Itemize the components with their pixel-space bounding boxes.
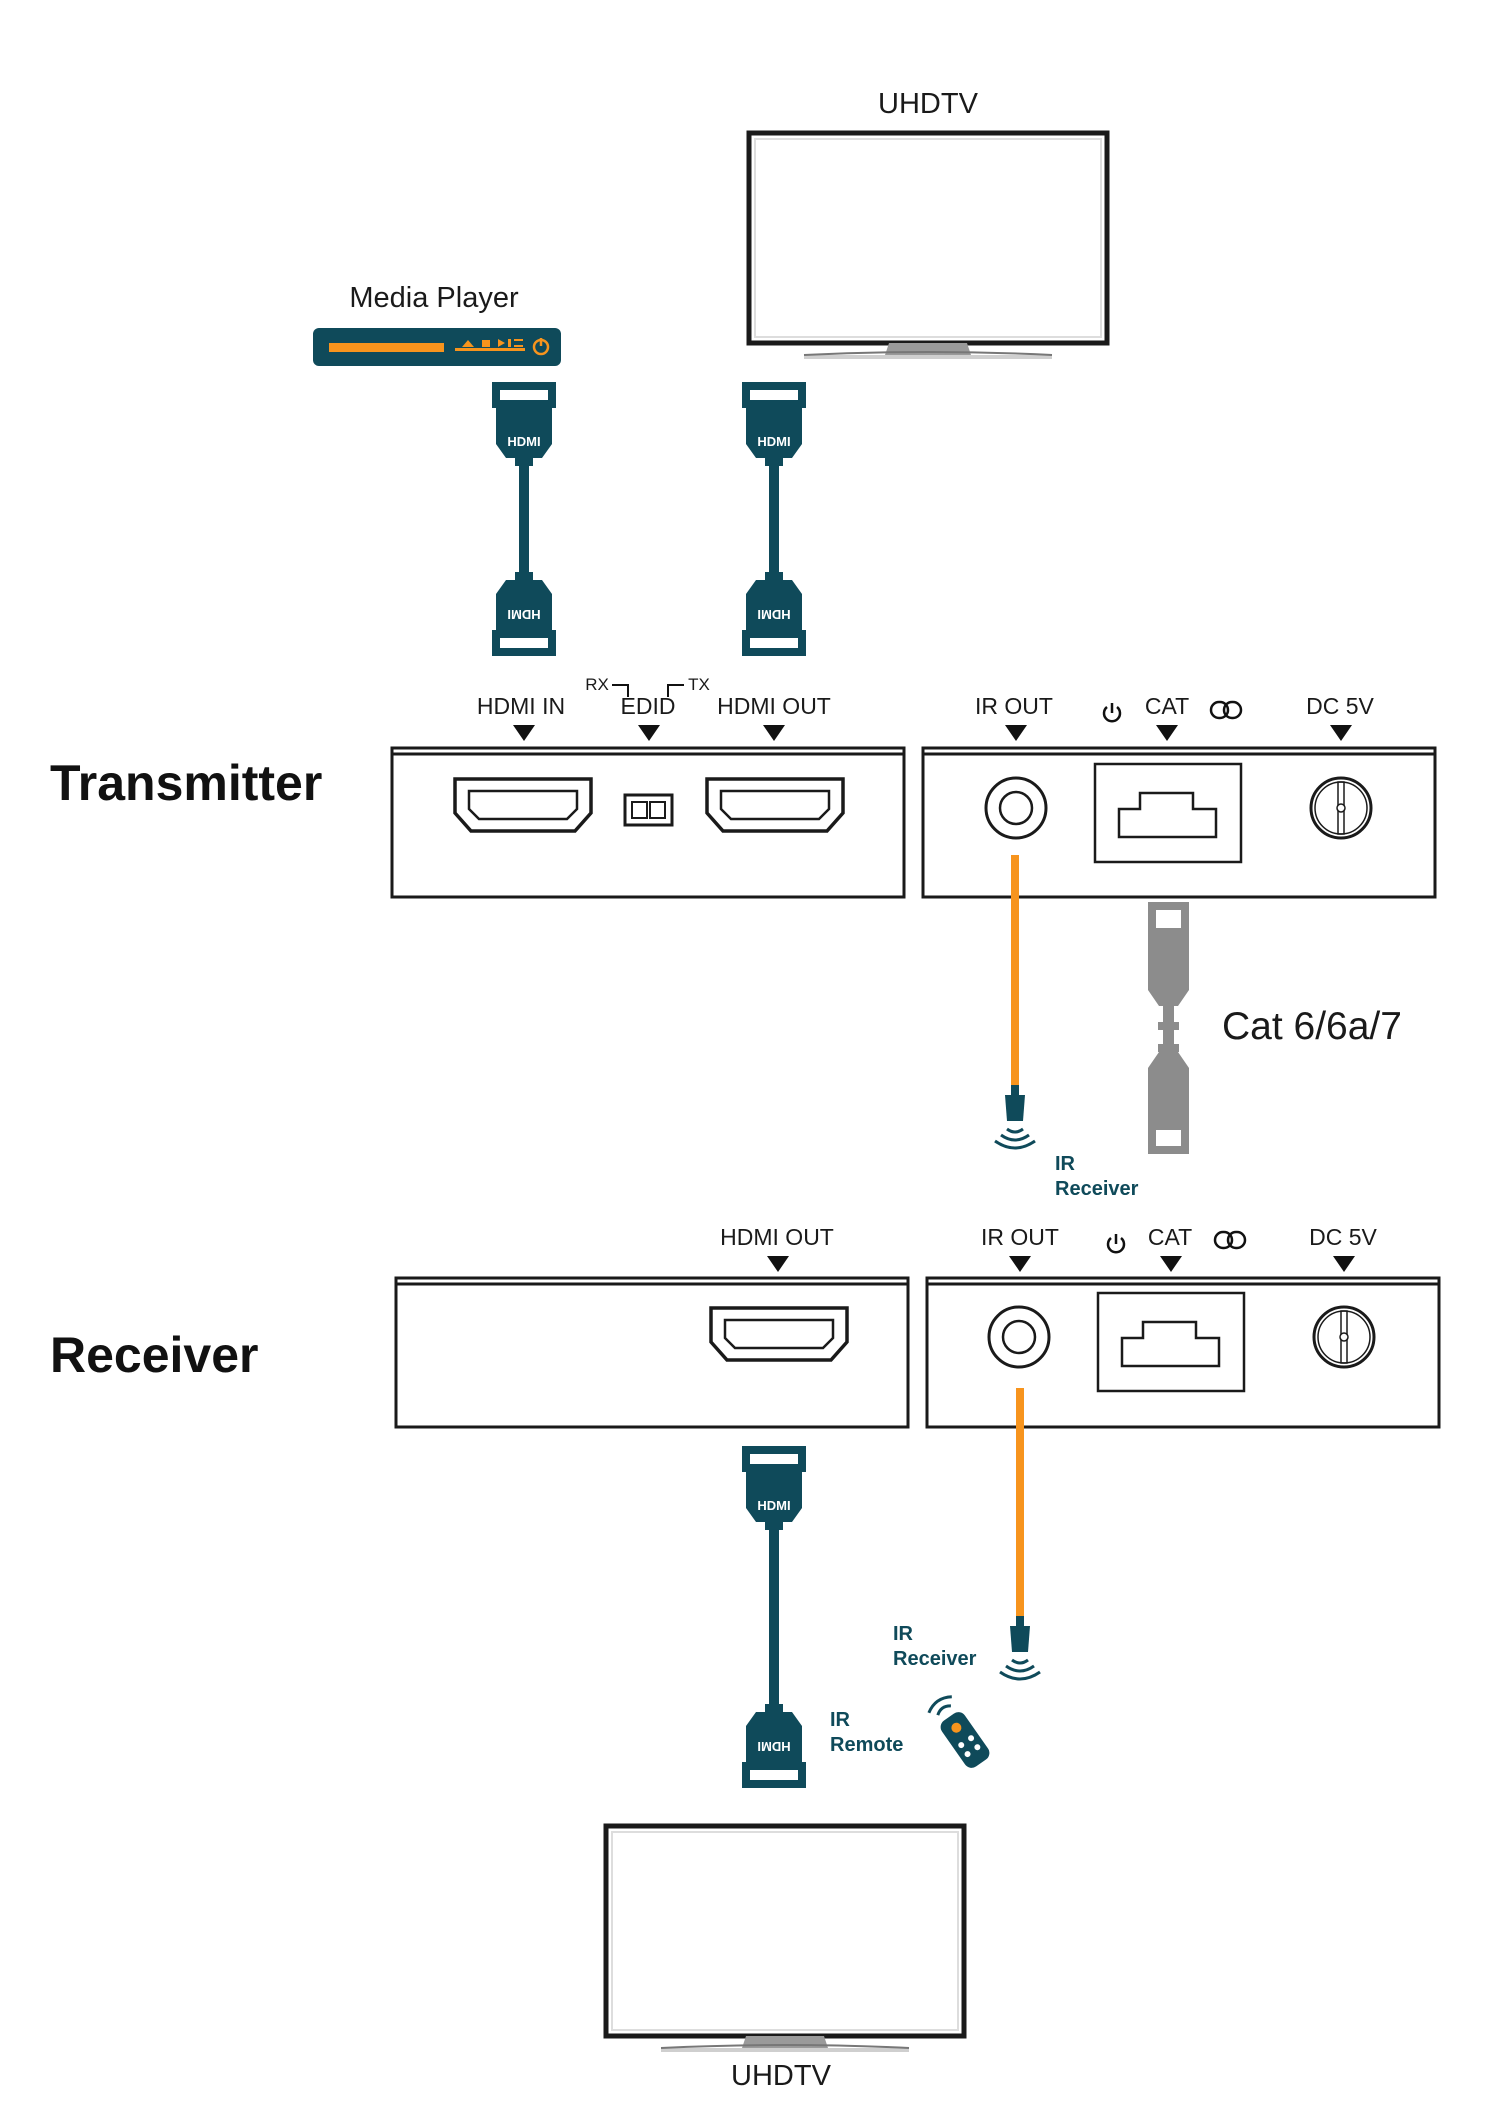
cat-cable: Cat 6/6a/7 — [1148, 902, 1402, 1154]
tx-hdmi-out-port — [705, 777, 845, 833]
tv-icon — [749, 133, 1107, 359]
tx-power-icon — [1102, 701, 1122, 723]
rx-dc-arrow — [1333, 1256, 1355, 1272]
tx-hdmi-out-label: HDMI OUT — [717, 693, 831, 719]
tx-hdmi-in-arrow — [513, 725, 535, 741]
transmitter-title: Transmitter — [50, 755, 322, 811]
receiver-front-panel — [394, 1276, 910, 1429]
tx-ir-receiver-label-2: Receiver — [1055, 1178, 1139, 1200]
rx-hdmi-out-port — [709, 1306, 849, 1362]
rx-ir-receiver-label-2: Receiver — [893, 1648, 977, 1670]
tv-icon — [606, 1826, 964, 2052]
hdmi-cable-in-bottom-label: HDMI — [507, 607, 540, 622]
hdmi-cable-in: HDMI HDMI — [496, 386, 552, 652]
tx-ir-out-port — [984, 776, 1048, 840]
rx-ir-receiver-cable: IR Receiver — [893, 1388, 1042, 1681]
tx-edid-bracket-left — [612, 684, 629, 697]
rx-hdmi-out-arrow — [767, 1256, 789, 1272]
rx-cat-port — [1096, 1291, 1246, 1393]
tx-cat-port — [1093, 762, 1243, 864]
rx-ir-out-arrow — [1009, 1256, 1031, 1272]
hdmi-cable-rx-top-label: HDMI — [757, 1498, 790, 1513]
transmitter-front-panel — [390, 746, 906, 899]
ir-remote-icon — [927, 1695, 990, 1768]
tx-edid-tx-label: TX — [688, 675, 710, 694]
ir-remote: IR Remote — [830, 1695, 990, 1768]
tx-cat-label: CAT — [1145, 693, 1189, 719]
hdmi-cable-rx-bottom-label: HDMI — [757, 1739, 790, 1754]
tx-hdmi-in-port — [453, 777, 593, 833]
tx-dc-label: DC 5V — [1306, 693, 1374, 719]
media-player: Media Player — [313, 282, 561, 366]
hdmi-cable-rx: HDMI HDMI — [746, 1450, 802, 1784]
hdmi-cable-in-top-label: HDMI — [507, 434, 540, 449]
tx-edid-switch — [623, 793, 674, 827]
tx-hdmi-in-label: HDMI IN — [477, 693, 565, 719]
tx-ir-out-arrow — [1005, 725, 1027, 741]
bottom-uhdtv: UHDTV — [606, 1826, 964, 2092]
rx-cat-arrow — [1160, 1256, 1182, 1272]
transmitter-rear-panel — [921, 746, 1437, 899]
tx-edid-label: EDID — [621, 693, 676, 719]
hdmi-cable-out-bottom-label: HDMI — [757, 607, 790, 622]
media-player-controls-icon — [455, 339, 525, 351]
tx-ir-receiver-label-1: IR — [1055, 1153, 1076, 1175]
tx-edid-arrow — [638, 725, 660, 741]
rx-ir-out-port — [987, 1305, 1051, 1369]
tx-cat-arrow — [1156, 725, 1178, 741]
rx-power-icon — [1106, 1232, 1126, 1254]
top-uhdtv-label: UHDTV — [878, 88, 979, 120]
hdmi-cable-out-top-label: HDMI — [757, 434, 790, 449]
rx-link-icon — [1213, 1230, 1247, 1250]
tx-ir-out-label: IR OUT — [975, 693, 1053, 719]
tx-edid-bracket-right — [667, 684, 684, 697]
receiver-rear-panel — [925, 1276, 1441, 1429]
ir-remote-label-1: IR — [830, 1709, 851, 1731]
rx-hdmi-out-label: HDMI OUT — [720, 1224, 834, 1250]
media-player-label: Media Player — [349, 282, 519, 314]
rx-ir-out-label: IR OUT — [981, 1224, 1059, 1250]
tx-hdmi-out-arrow — [763, 725, 785, 741]
cat-cable-label: Cat 6/6a/7 — [1222, 1005, 1402, 1048]
media-player-slot — [329, 343, 444, 352]
tx-edid-rx-label: RX — [585, 675, 609, 694]
tx-ir-receiver-cable: IR Receiver — [993, 855, 1139, 1200]
transmitter-port-labels: HDMI IN EDID RX TX HDMI OUT IR OUT CAT D… — [477, 675, 1375, 741]
media-player-power-icon — [532, 338, 550, 356]
rx-ir-receiver-label-1: IR — [893, 1623, 914, 1645]
receiver-port-labels: HDMI OUT IR OUT CAT DC 5V — [720, 1224, 1378, 1272]
bottom-uhdtv-label: UHDTV — [731, 2060, 832, 2092]
tx-link-icon — [1209, 700, 1243, 720]
tx-dc-port — [1309, 776, 1373, 840]
rx-cat-label: CAT — [1148, 1224, 1192, 1250]
receiver-title: Receiver — [50, 1327, 259, 1383]
rx-dc-port — [1312, 1305, 1376, 1369]
tx-dc-arrow — [1330, 725, 1352, 741]
top-uhdtv: UHDTV — [749, 88, 1107, 359]
hdmi-cable-out: HDMI HDMI — [746, 386, 802, 652]
rx-dc-label: DC 5V — [1309, 1224, 1377, 1250]
ir-remote-label-2: Remote — [830, 1734, 903, 1756]
